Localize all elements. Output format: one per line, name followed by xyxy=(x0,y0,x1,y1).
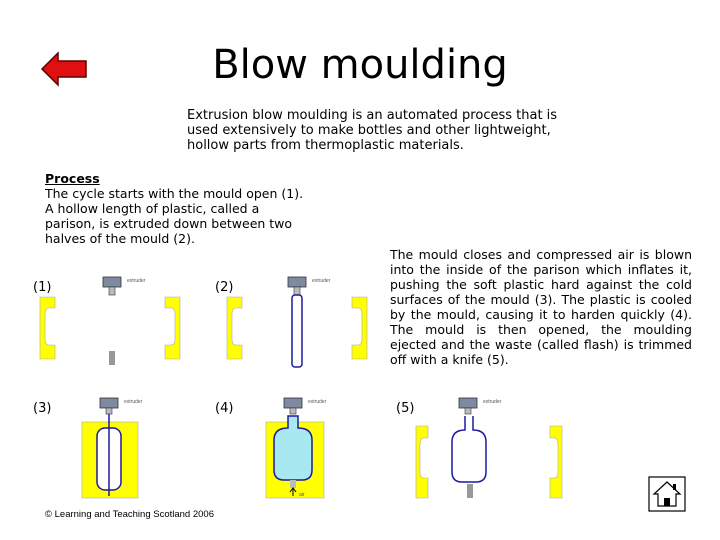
stage-label-2: (2) xyxy=(215,280,234,295)
back-arrow-icon[interactable] xyxy=(40,50,90,88)
stage-1-diagram: extruder xyxy=(39,276,181,365)
extruder-label-4: extruder xyxy=(308,399,327,405)
description-text: The mould closes and compressed air is b… xyxy=(390,247,692,367)
intro-text: Extrusion blow moulding is an automated … xyxy=(187,108,558,153)
page-title: Blow moulding xyxy=(212,42,508,88)
extruder-label-2: extruder xyxy=(312,278,331,284)
stage-3-diagram: extruder xyxy=(81,397,143,499)
stage-label-4: (4) xyxy=(215,401,234,416)
process-section: Process The cycle starts with the mould … xyxy=(45,171,305,246)
extruder-label-3: extruder xyxy=(124,399,143,405)
process-heading: Process xyxy=(45,171,100,186)
extruder-label-1: extruder xyxy=(127,278,146,284)
stage-2-diagram: extruder xyxy=(226,276,368,368)
stage-label-1: (1) xyxy=(33,280,52,295)
process-text: The cycle starts with the mould open (1)… xyxy=(45,186,304,246)
stage-label-3: (3) xyxy=(33,401,52,416)
copyright-notice: © Learning and Teaching Scotland 2006 xyxy=(45,509,214,520)
home-icon[interactable] xyxy=(648,476,686,512)
air-label: air xyxy=(299,492,305,498)
extruder-label-5: extruder xyxy=(483,399,502,405)
stage-5-diagram: extruder xyxy=(415,397,563,499)
stage-label-5: (5) xyxy=(396,401,415,416)
stage-4-diagram: extruder air xyxy=(265,397,327,499)
